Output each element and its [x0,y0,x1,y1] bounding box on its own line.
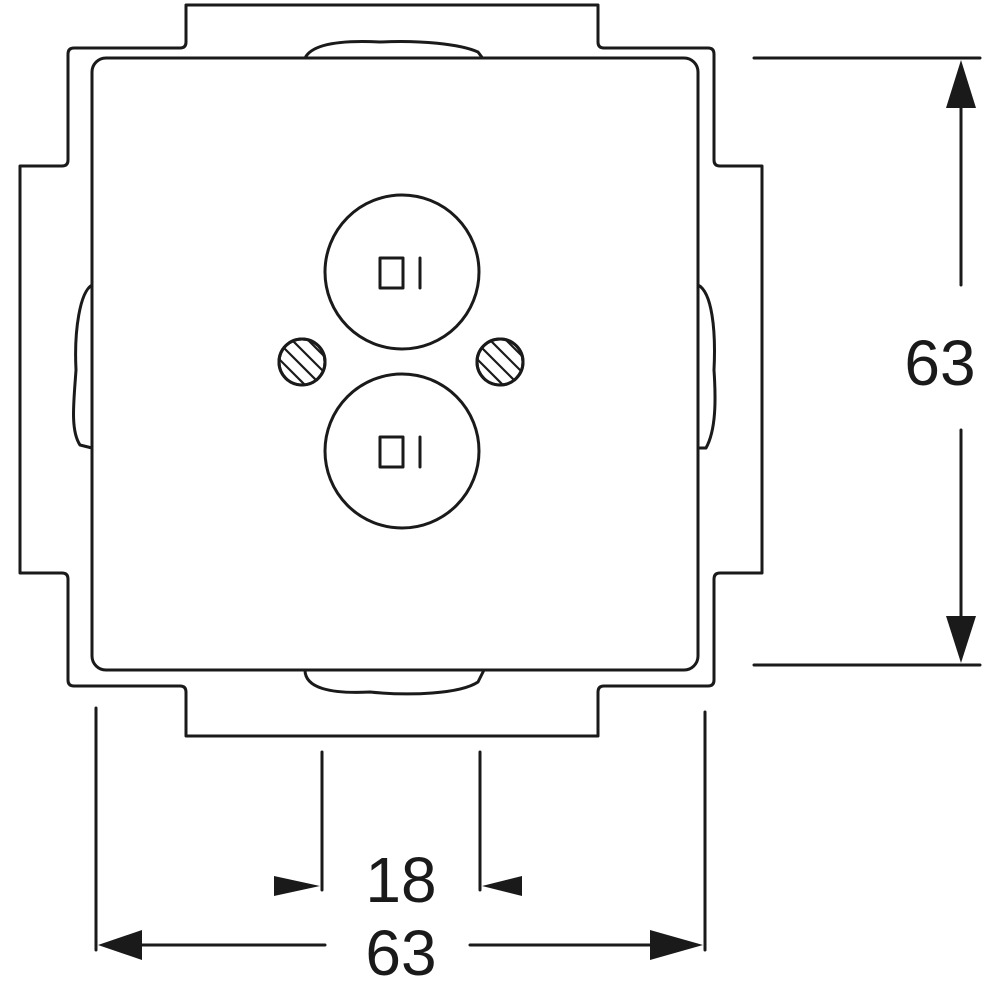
socket-lower-circle [323,372,481,530]
right-clip [696,283,717,450]
bottom-clip [303,668,486,696]
socket-upper-contact-rect [378,256,405,290]
dimension-width: 63 [94,706,707,989]
height-arrow-bottom [946,616,976,663]
left-clip [72,283,94,450]
screw-left [277,337,327,387]
spacing-arrow-right [482,876,522,896]
spacing-label: 18 [365,844,436,916]
socket-upper-circle [323,193,481,351]
socket-lower [323,372,481,530]
top-clip [303,40,486,62]
height-arrow-top [946,60,976,108]
mounting-frame [18,3,764,738]
width-arrow-left [98,930,142,960]
socket-lower-contact-rect [378,435,405,469]
socket-upper [323,193,481,351]
width-arrow-right [650,930,703,960]
width-label: 63 [365,917,436,989]
dimension-spacing: 18 [274,750,522,916]
height-label: 63 [904,327,975,399]
cover-plate [90,56,700,672]
dimension-height: 63 [752,56,982,667]
spacing-arrow-left [274,876,320,896]
